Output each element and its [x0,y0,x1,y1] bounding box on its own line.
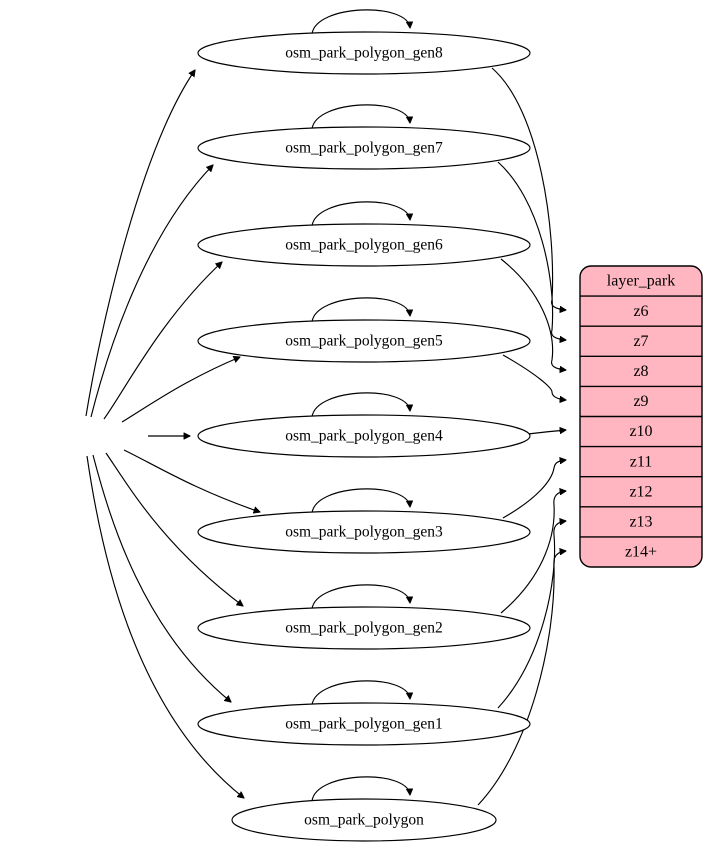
table-row-z8[interactable]: z8 [633,363,648,380]
self-loop-gen5 [311,297,410,323]
self-loop-gen2 [311,584,410,610]
table-row-z7[interactable]: z7 [633,333,648,350]
edge-imposm3-to-gen2 [105,452,243,606]
edge-gen4-to-z10 [527,430,566,435]
edge-gen1-to-z13 [497,521,566,709]
edge-imposm3-to-base [86,455,244,798]
edge-gen6-to-z8 [500,258,566,370]
edge-gen8-to-z6 [491,67,566,310]
edges-to-layer-park [477,67,566,806]
node-label-base: osm_park_polygon [304,812,424,829]
node-label-gen1: osm_park_polygon_gen1 [285,716,443,733]
self-loop-base [311,776,410,802]
table-row-z14+[interactable]: z14+ [625,544,657,561]
node-gen6[interactable] [197,223,531,267]
table-row-z13[interactable]: z13 [629,514,652,531]
edge-imposm3-to-gen6 [103,262,222,420]
self-loop-gen6 [311,201,410,227]
self-loop-gen8 [311,9,410,35]
edges-from-imposm3 [85,70,260,798]
self-loop-gen7 [311,104,410,130]
self-loop-gen1 [311,680,410,706]
edge-gen2-to-z12 [500,491,566,614]
edge-base-to-z14plus [477,551,566,806]
node-gen8[interactable] [197,31,531,75]
edge-gen3-to-z11 [502,460,566,519]
table-header-label: layer_park [607,273,675,290]
edge-imposm3-to-gen7 [90,165,213,418]
edge-imposm3-to-gen5 [121,357,240,423]
edge-imposm3-to-gen1 [92,454,231,702]
self-loop-gen3 [311,488,410,514]
table-row-z11[interactable]: z11 [630,453,653,470]
edge-imposm3-to-gen3 [123,449,260,512]
edge-imposm3-to-gen8 [85,70,195,417]
node-gen2[interactable] [197,606,531,650]
node-gen3[interactable] [197,510,531,554]
node-gen5[interactable] [197,319,531,363]
table-row-z10[interactable]: z10 [629,423,652,440]
node-label-gen7: osm_park_polygon_gen7 [285,140,443,157]
node-shapes: osm_park_polygon_gen8 osm_park_polygon_ge… [197,31,531,842]
node-label-gen2: osm_park_polygon_gen2 [285,620,443,637]
node-gen4[interactable] [197,414,531,458]
table-row-z12[interactable]: z12 [629,483,652,500]
node-gen7[interactable] [197,126,531,170]
node-label-gen8: osm_park_polygon_gen8 [285,45,443,62]
table-row-z6[interactable]: z6 [633,303,648,320]
edge-gen7-to-z7 [497,161,566,340]
node-base[interactable] [231,798,497,842]
self-loop-gen4 [311,392,410,418]
node-label-gen5: osm_park_polygon_gen5 [285,333,443,350]
layer-park-table[interactable]: layer_park z6 z7 z8 z9 z10 z11 z12 z13 z14+ [579,265,703,568]
node-gen1[interactable] [197,702,531,746]
self-loop-edges [311,9,410,802]
table-row-z9[interactable]: z9 [633,393,648,410]
node-label-gen4: osm_park_polygon_gen4 [285,428,443,445]
node-label-gen3: osm_park_polygon_gen3 [285,524,443,541]
edge-gen5-to-z9 [502,354,566,400]
node-label-gen6: osm_park_polygon_gen6 [285,237,443,254]
